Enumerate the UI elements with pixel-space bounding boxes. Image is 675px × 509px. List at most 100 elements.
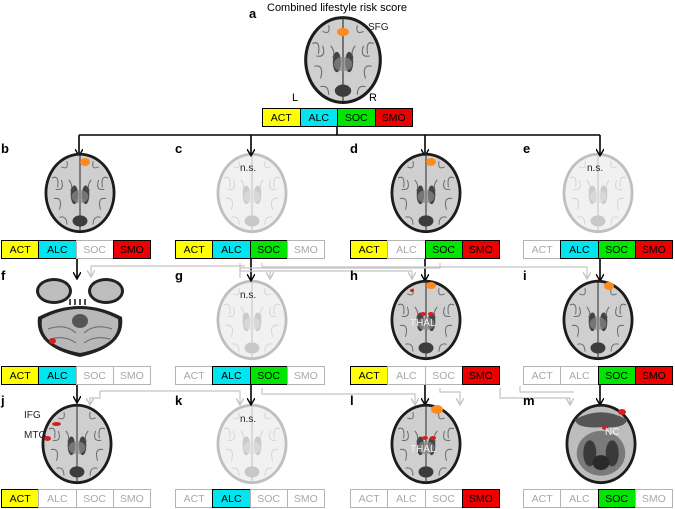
connector-arrow-24 [499, 388, 570, 404]
region-label-a-0: SFG [368, 22, 389, 33]
activation-cluster-h-3 [410, 289, 414, 292]
activation-cluster-a-0 [337, 28, 349, 36]
factor-soc-j: SOC [75, 489, 114, 508]
panel-label-h: h [350, 268, 358, 283]
connector-arrow-19 [239, 263, 441, 278]
factor-soc-c: SOC [249, 240, 288, 259]
factor-soc-d: SOC [424, 240, 463, 259]
connector-arrow-21 [100, 390, 240, 404]
connector-arrow-25 [519, 386, 574, 393]
brain-slice-k [212, 401, 292, 485]
factor-soc-a: SOC [337, 108, 376, 127]
brain-slice-c [212, 150, 292, 234]
factor-soc-b: SOC [75, 240, 114, 259]
brain-slice-d [386, 150, 466, 234]
brain-slice-m [562, 401, 640, 485]
panel-label-k: k [175, 393, 183, 408]
activation-cluster-h-0 [426, 282, 436, 289]
factor-smo-a: SMO [374, 108, 413, 127]
factor-smo-h: SMO [461, 366, 500, 385]
factor-alc-k: ALC [212, 489, 251, 508]
activation-cluster-b-0 [80, 158, 90, 166]
factor-smo-k: SMO [286, 489, 325, 508]
factor-act-a: ACT [262, 108, 301, 127]
brain-slice-l [386, 401, 466, 485]
connector-arrow-20 [90, 391, 101, 404]
brain-slice-g [212, 277, 292, 361]
region-label-j-0: IFG [24, 410, 41, 421]
region-label-h-0: THAL [410, 318, 436, 329]
brain-slice-i [558, 277, 638, 361]
factor-alc-e: ALC [560, 240, 599, 259]
factor-alc-l: ALC [387, 489, 426, 508]
factor-alc-j: ALC [38, 489, 77, 508]
factor-act-m: ACT [523, 489, 562, 508]
panel-label-g: g [175, 268, 183, 283]
factor-alc-i: ALC [560, 366, 599, 385]
activation-cluster-l-2 [430, 436, 436, 440]
factor-alc-d: ALC [387, 240, 426, 259]
factor-soc-i: SOC [597, 366, 636, 385]
panel-label-e: e [523, 141, 531, 156]
factor-act-g: ACT [175, 366, 214, 385]
connector-arrow-22 [261, 388, 415, 404]
factor-act-f: ACT [1, 366, 40, 385]
activation-cluster-h-1 [420, 312, 426, 316]
panel-label-j: j [1, 393, 5, 408]
factor-act-k: ACT [175, 489, 214, 508]
factor-smo-i: SMO [634, 366, 673, 385]
factor-act-h: ACT [350, 366, 389, 385]
region-label-g-0: n.s. [240, 290, 257, 301]
factor-smo-b: SMO [112, 240, 151, 259]
factor-soc-h: SOC [424, 366, 463, 385]
region-label-k-0: n.s. [240, 414, 257, 425]
factor-alc-a: ALC [299, 108, 338, 127]
factor-soc-l: SOC [424, 489, 463, 508]
factor-act-i: ACT [523, 366, 562, 385]
activation-cluster-d-0 [426, 158, 436, 166]
activation-cluster-l-1 [422, 436, 428, 440]
factor-act-e: ACT [523, 240, 562, 259]
right-side-label: R [369, 92, 377, 104]
factor-smo-f: SMO [112, 366, 151, 385]
factor-alc-f: ALC [38, 366, 77, 385]
factor-smo-m: SMO [634, 489, 673, 508]
connector-arrow-23 [439, 388, 460, 404]
connector-arrow-18 [261, 263, 587, 278]
activation-cluster-m-0 [618, 409, 626, 415]
panel-label-i: i [523, 268, 527, 283]
brain-slice-j [37, 401, 117, 485]
factor-soc-k: SOC [249, 489, 288, 508]
brain-slice-f [30, 277, 130, 359]
factor-smo-d: SMO [461, 240, 500, 259]
activation-cluster-j-0 [52, 422, 61, 426]
region-label-l-0: THAL [410, 444, 436, 455]
figure-title: Combined lifestyle risk score [267, 2, 407, 14]
panel-label-m: m [523, 393, 535, 408]
activation-cluster-i-0 [604, 282, 614, 290]
factor-soc-e: SOC [597, 240, 636, 259]
factor-soc-g: SOC [249, 366, 288, 385]
factor-alc-g: ALC [212, 366, 251, 385]
activation-cluster-m-1 [602, 425, 608, 430]
panel-label-a: a [249, 6, 257, 21]
factor-alc-h: ALC [387, 366, 426, 385]
factor-soc-m: SOC [597, 489, 636, 508]
region-label-e-0: n.s. [587, 163, 604, 174]
region-label-j-1: MTG [24, 430, 47, 441]
factor-act-c: ACT [175, 240, 214, 259]
factor-act-j: ACT [1, 489, 40, 508]
brain-slice-a [301, 13, 385, 105]
region-label-c-0: n.s. [240, 163, 257, 174]
